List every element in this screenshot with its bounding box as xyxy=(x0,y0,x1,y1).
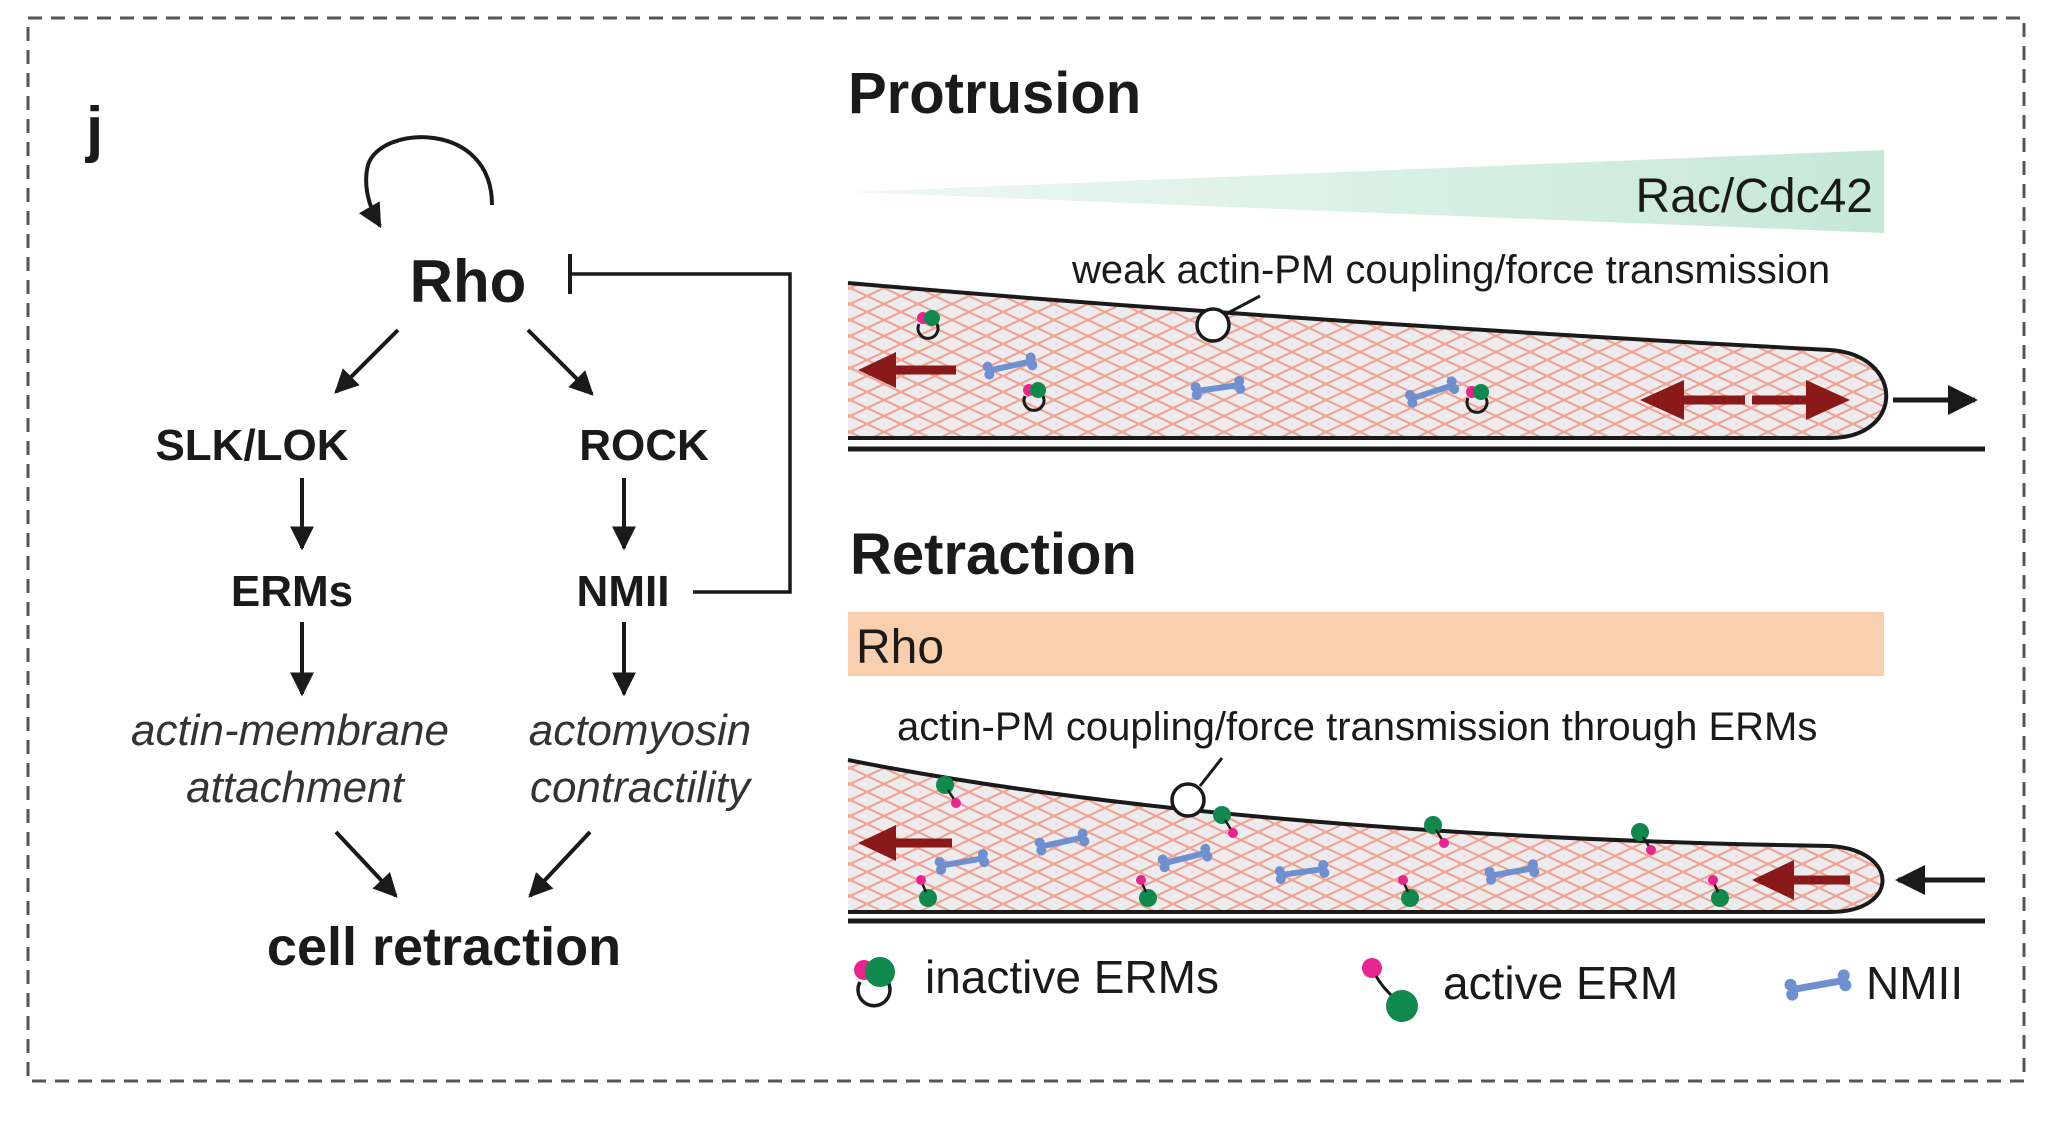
erms-node: ERMs xyxy=(231,567,353,616)
nmii-motor xyxy=(934,849,990,875)
cell-retraction-node: cell retraction xyxy=(267,917,621,977)
legend: inactive ERMs active ERM NMII xyxy=(854,951,1963,1022)
protrusion-coupling-pointer xyxy=(1225,294,1261,316)
active-erm xyxy=(916,875,937,907)
retraction-coupling-label: actin-PM coupling/force transmission thr… xyxy=(897,705,1817,749)
rock-node: ROCK xyxy=(579,421,709,470)
retraction-title: Retraction xyxy=(850,522,1137,587)
nmii-motor xyxy=(1190,375,1246,401)
retraction-actin-network xyxy=(848,760,1883,912)
rho-node: Rho xyxy=(410,248,527,315)
inactive-erm xyxy=(1465,384,1489,414)
active-erm xyxy=(1213,806,1238,838)
active-erm xyxy=(936,776,961,808)
rac-cdc42-label: Rac/Cdc42 xyxy=(1636,170,1873,223)
nmii-node: NMII xyxy=(577,567,670,616)
legend-nmii-label: NMII xyxy=(1866,957,1963,1009)
actomyosin-label: actomyosin xyxy=(529,706,752,755)
protrusion-coupling-circle xyxy=(1195,307,1231,343)
protrusion-tip-left-arrow xyxy=(1640,380,1745,420)
rho-activity-bar xyxy=(848,612,1884,676)
nmii-motor xyxy=(982,352,1038,380)
active-erm xyxy=(1631,823,1656,855)
protrusion-cell-membrane xyxy=(847,281,1889,440)
retraction-tip-arrow xyxy=(1752,860,1850,900)
actin-membrane-label: actin-membrane xyxy=(131,706,449,755)
active-erm xyxy=(1424,816,1449,848)
attachment-to-retraction-arrow xyxy=(334,830,398,898)
panel-label: j xyxy=(85,95,103,164)
retraction-coupling-pointer xyxy=(1198,757,1224,787)
active-erm xyxy=(1136,875,1157,907)
rho-self-activation-arrow xyxy=(358,135,494,229)
nmii-motor xyxy=(1484,859,1540,885)
protrusion-coupling-label: weak actin-PM coupling/force transmissio… xyxy=(1071,248,1830,292)
legend-active-erm-icon xyxy=(1362,958,1418,1022)
slk-lok-node: SLK/LOK xyxy=(155,421,348,470)
nmii-motor xyxy=(1157,843,1213,873)
inactive-erm xyxy=(1022,382,1046,412)
pathway-diagram: Rho SLK/LOK ROCK ERMs NMII actin-membran… xyxy=(131,135,792,977)
contractility-label: contractility xyxy=(530,763,753,812)
retraction-coupling-circle xyxy=(1170,782,1206,818)
retraction-rear-arrow xyxy=(858,825,952,861)
legend-inactive-erm-icon xyxy=(854,957,895,1008)
inactive-erm xyxy=(916,310,940,340)
protrusion-actin-network xyxy=(848,283,1887,438)
nmii-motor xyxy=(1404,376,1460,408)
contractility-to-retraction-arrow xyxy=(528,830,592,898)
retraction-panel: Retraction Rho actin-PM coupling/force t… xyxy=(847,522,1985,924)
rac-cdc42-gradient xyxy=(852,150,1884,233)
rho-to-rock-arrow xyxy=(526,328,594,396)
attachment-label: attachment xyxy=(186,763,405,812)
nmii-motor xyxy=(1274,859,1330,885)
rho-to-slk-arrow xyxy=(334,328,400,394)
protrusion-title: Protrusion xyxy=(848,61,1141,126)
active-erm xyxy=(1398,875,1419,907)
protrusion-retrograde-arrow xyxy=(858,352,956,388)
nmii-inhibits-rho-line xyxy=(570,272,792,594)
active-erm xyxy=(1708,875,1729,907)
retraction-cell-membrane xyxy=(847,758,1885,914)
rho-bar-label: Rho xyxy=(856,621,944,674)
protrusion-panel: Protrusion Rac/Cdc42 weak actin-PM coupl… xyxy=(847,61,1985,452)
protrusion-tip-right-arrow xyxy=(1752,380,1850,420)
legend-active-label: active ERM xyxy=(1443,957,1678,1009)
legend-nmii-icon xyxy=(1784,969,1852,1001)
panel-frame xyxy=(26,16,2026,1083)
legend-inactive-label: inactive ERMs xyxy=(925,951,1219,1003)
nmii-motor xyxy=(1034,828,1090,856)
